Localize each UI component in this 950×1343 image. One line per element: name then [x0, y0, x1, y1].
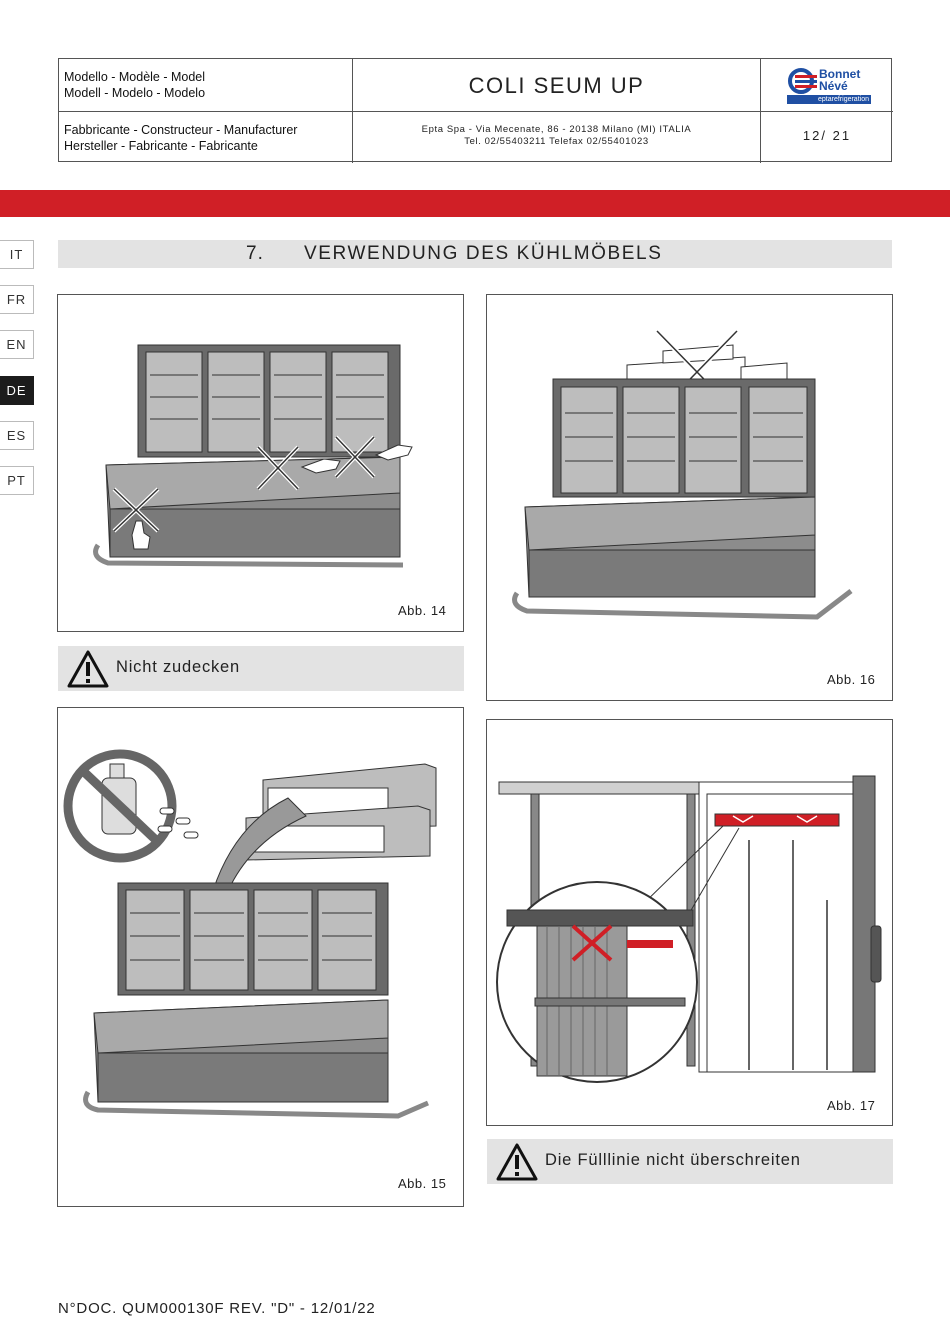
figure-16: Abb. 16: [486, 294, 893, 701]
figure-17: Abb. 17: [486, 719, 893, 1126]
lang-tab-pt[interactable]: PT: [0, 466, 34, 495]
page-number-cell: 12/ 21: [761, 112, 893, 163]
manufacturer-label-line2: Hersteller - Fabricante - Fabricante: [64, 139, 258, 153]
lang-tab-de[interactable]: DE: [0, 376, 34, 405]
brand-logo: Bonnet Névé eptarefrigeration: [787, 67, 871, 105]
warning-do-not-cover-text: Nicht zudecken: [116, 658, 241, 676]
brand-logo-icon: [788, 68, 817, 94]
fig16-caption: Abb. 16: [827, 672, 876, 687]
model-label-line2: Modell - Modelo - Modelo: [64, 86, 206, 100]
page-number: 12/ 21: [802, 128, 852, 143]
fig15-caption: Abb. 15: [398, 1176, 447, 1191]
section-title: VERWENDUNG DES KÜHLMÖBELS: [304, 243, 663, 264]
figure-14: Abb. 14: [57, 294, 464, 632]
warning-do-not-cover: Nicht zudecken: [58, 646, 464, 691]
lang-tab-fr[interactable]: FR: [0, 285, 34, 314]
logo-brand-line2: Névé: [819, 79, 848, 93]
manufacturer-phone: Tel. 02/55403211 Telefax 02/55401023: [464, 136, 649, 147]
logo-subtitle: eptarefrigeration: [787, 95, 871, 104]
fig14-cabinet-illustration: [93, 344, 413, 568]
manufacturer-label-cell: Fabbricante - Constructeur - Manufacture…: [59, 112, 353, 163]
model-label-line1: Modello - Modèle - Model: [64, 70, 206, 84]
fig17-caption: Abb. 17: [827, 1098, 876, 1113]
section-heading: 7. VERWENDUNG DES KÜHLMÖBELS: [58, 240, 892, 268]
lang-tab-en[interactable]: EN: [0, 330, 34, 359]
warning-triangle-icon: [496, 1143, 538, 1181]
model-name-cell: COLI SEUM UP: [353, 59, 761, 112]
warning-fill-line-text: Die Fülllinie nicht überschreiten: [545, 1151, 801, 1169]
manufacturer-label-line1: Fabbricante - Constructeur - Manufacture…: [64, 123, 298, 137]
fig15-cabinet-illustration: [63, 749, 437, 1119]
lang-tab-it[interactable]: IT: [0, 240, 34, 269]
model-name: COLI SEUM UP: [468, 73, 645, 98]
logo-cell: Bonnet Névé eptarefrigeration: [761, 59, 893, 112]
model-label-cell: Modello - Modèle - Model Modell - Modelo…: [59, 59, 353, 112]
manufacturer-address-cell: Epta Spa - Via Mecenate, 86 - 20138 Mila…: [353, 112, 761, 163]
manufacturer-address: Epta Spa - Via Mecenate, 86 - 20138 Mila…: [421, 124, 692, 135]
warning-triangle-icon: [67, 650, 109, 688]
document-header: Modello - Modèle - Model Modell - Modelo…: [58, 58, 893, 163]
fig17-fill-line-illustration: [496, 775, 882, 1083]
warning-fill-line: Die Fülllinie nicht überschreiten: [487, 1139, 893, 1184]
figure-15: Abb. 15: [57, 707, 464, 1207]
document-reference: N°DOC. QUM000130F REV. "D" - 12/01/22: [58, 1300, 376, 1317]
fig16-cabinet-illustration: [512, 329, 853, 620]
section-number: 7.: [246, 243, 264, 264]
lang-tab-es[interactable]: ES: [0, 421, 34, 450]
red-divider-band: [0, 190, 950, 217]
logo-brand-line1: Bonnet: [819, 67, 861, 81]
fig14-caption: Abb. 14: [398, 603, 447, 618]
